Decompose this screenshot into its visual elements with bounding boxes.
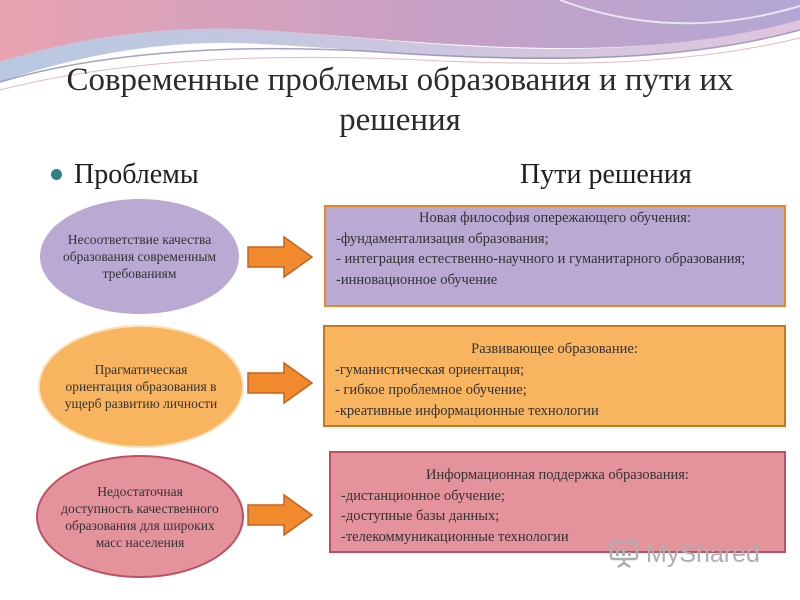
problem-ellipse-1: Несоответствие качества образования совр…	[40, 199, 239, 314]
right-arrow-icon	[247, 493, 314, 537]
problem-text: Несоответствие качества образования совр…	[62, 232, 217, 281]
slide-title: Современные проблемы образования и пути …	[66, 62, 734, 138]
header-wave-decoration	[0, 0, 800, 91]
right-arrow-icon	[247, 235, 314, 279]
problem-ellipse-2: Прагматическая ориентация образования в …	[38, 325, 244, 448]
bullet-dot	[51, 169, 62, 180]
solution-line: -доступные базы данных;	[341, 508, 500, 524]
solution-line: -дистанционное обучение;	[341, 487, 505, 504]
problems-header: Проблемы	[74, 159, 199, 190]
watermark: MyShared	[608, 536, 760, 572]
watermark-text: MyShared	[646, 539, 760, 568]
solution-heading: Развивающее образование:	[471, 341, 638, 357]
solution-box-2: Развивающее образование: -гуманистическа…	[323, 325, 786, 427]
solution-line: -телекоммуникационные технологии	[341, 528, 569, 545]
problem-text: Недостаточная доступность качественного …	[61, 483, 219, 550]
solution-box-3: Информационная поддержка образования: -д…	[329, 451, 786, 553]
solution-line: - гибкое проблемное обучение;	[335, 382, 527, 398]
problem-text: Прагматическая ориентация образования в …	[64, 362, 218, 411]
solution-heading: Новая философия опережающего обучения:	[419, 210, 691, 226]
solution-line: -гуманистическая ориентация;	[335, 361, 525, 378]
solution-line: - интеграция естественно-научного и гума…	[336, 251, 746, 267]
solution-heading: Информационная поддержка образования:	[426, 467, 689, 483]
solution-line: -инновационное обучение	[336, 271, 498, 288]
problem-ellipse-3: Недостаточная доступность качественного …	[36, 455, 244, 578]
solution-line: -креативные информационные технологии	[335, 402, 599, 419]
solution-line: -фундаментализация образования;	[336, 230, 549, 247]
right-arrow-icon	[247, 361, 314, 405]
solution-box-1: Новая философия опережающего обучения: -…	[324, 205, 786, 307]
presentation-screen-icon	[609, 540, 639, 569]
solutions-header: Пути решения	[520, 159, 692, 190]
